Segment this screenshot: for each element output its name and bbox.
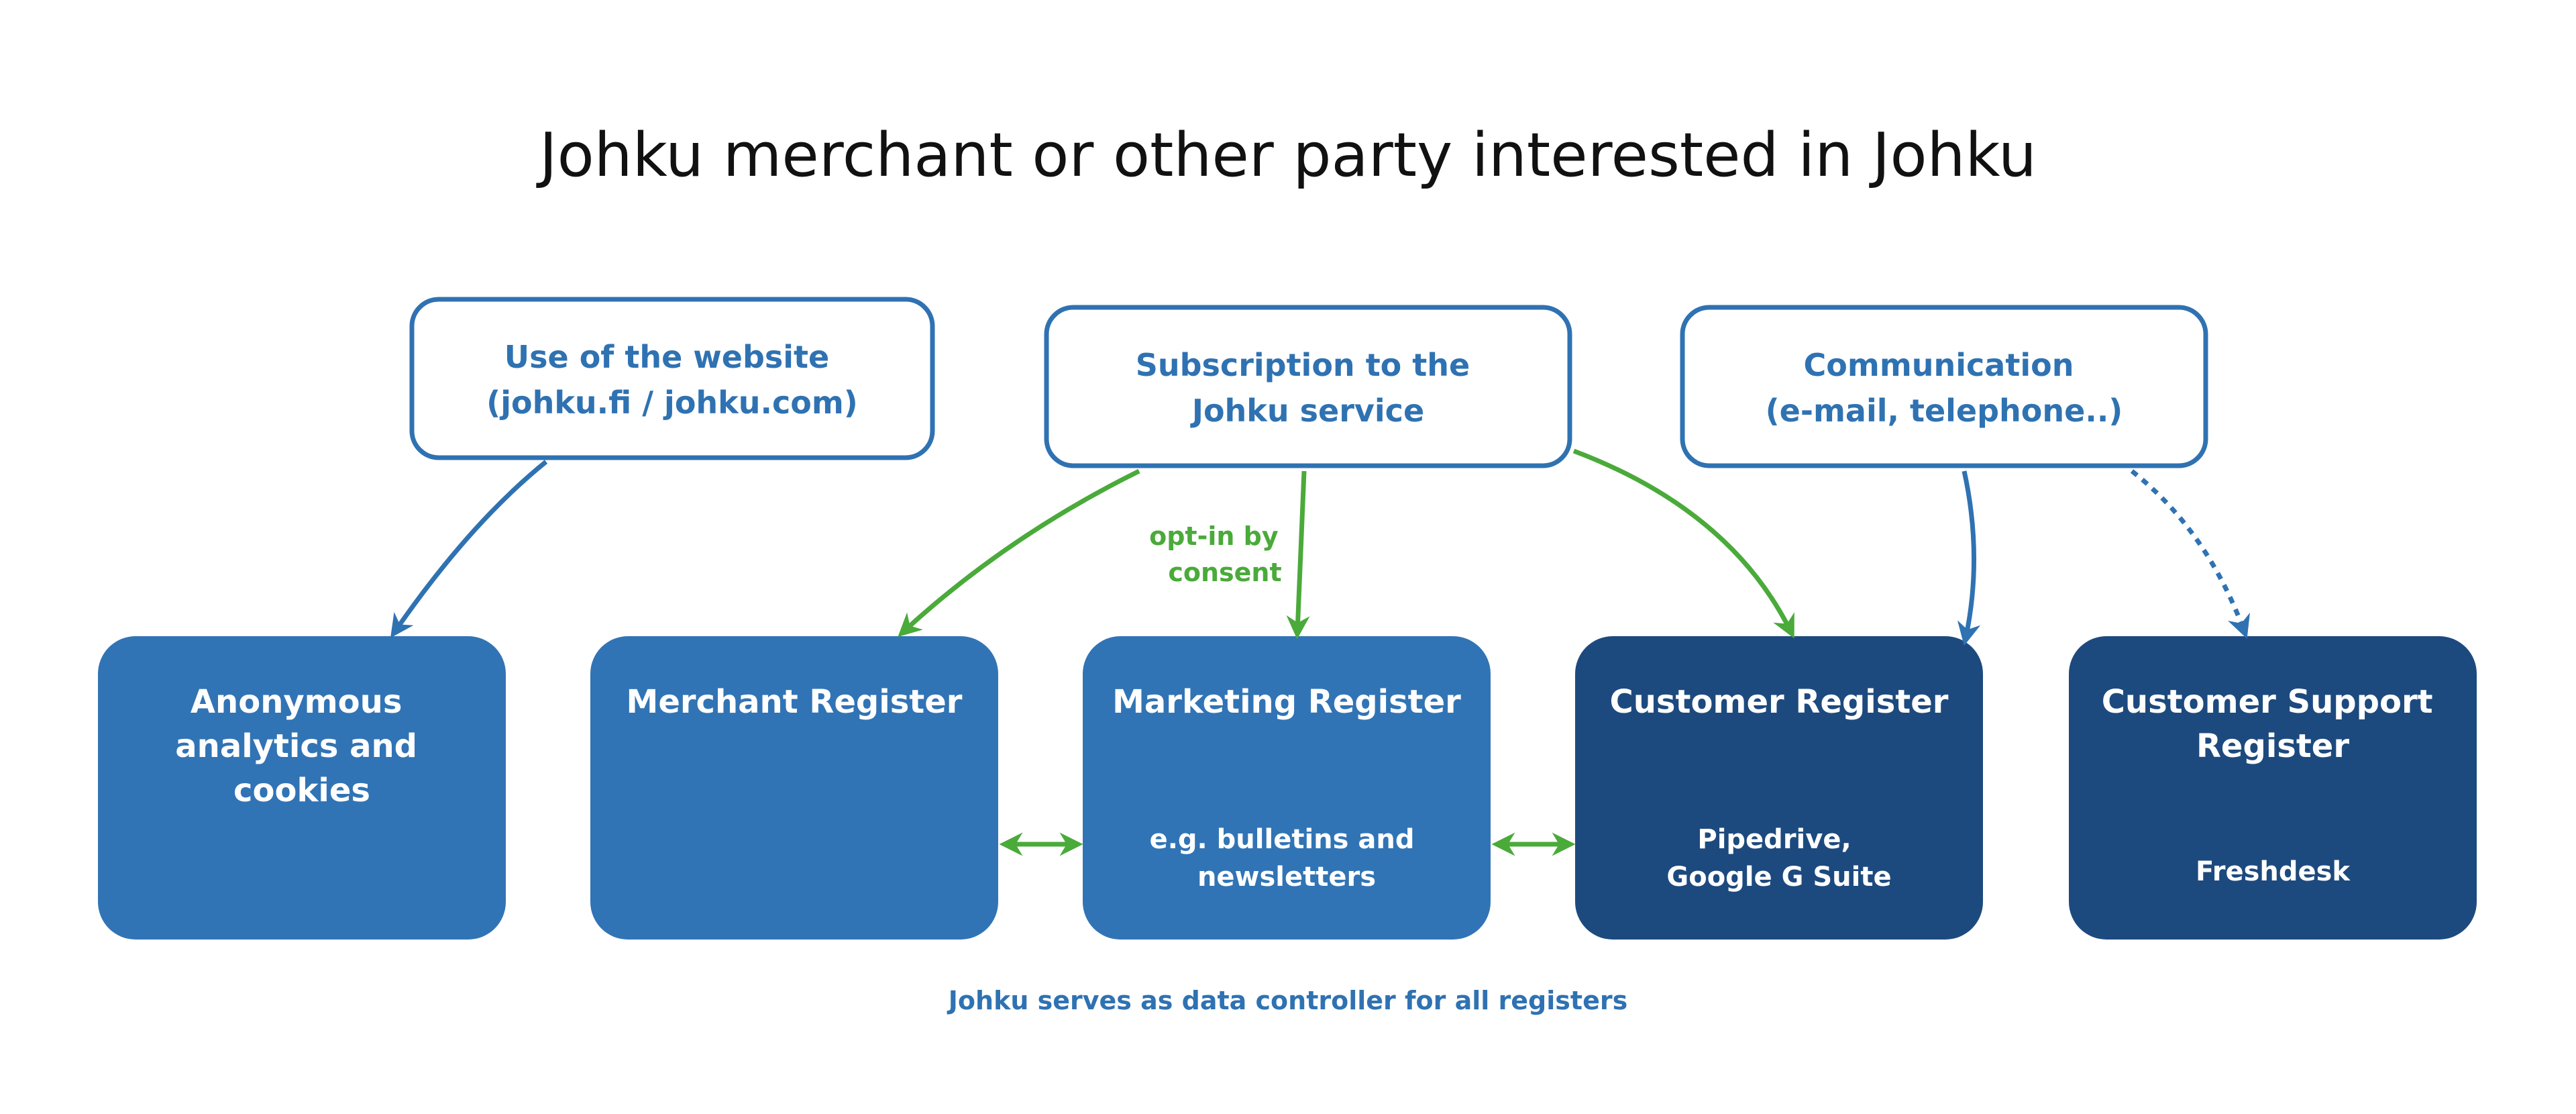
source-communication-line-1: Communication: [1804, 347, 2074, 383]
arrow-subscription-to-marketing: [1286, 470, 1310, 640]
svg-text:Pipedrive, Google G Suit: Pipedrive, Google G Suite: [1666, 824, 1891, 893]
svg-text:Customer Support Registe: Customer Support Register: [2102, 683, 2445, 765]
register-box-merchant: Merchant Register: [590, 636, 998, 940]
svg-text:e.g. bulletins and newsl: e.g. bulletins and newsletters: [1150, 824, 1424, 893]
svg-text:Marketing Register: Marketing Register: [1112, 683, 1461, 721]
consent-label-line-1: opt-in by: [1149, 521, 1279, 551]
svg-text:Freshdesk: Freshdesk: [2196, 856, 2351, 887]
source-box-communication: Communication (e-mail, telephone..): [1680, 305, 2208, 468]
register-merchant-title-1: Merchant Register: [627, 683, 963, 721]
svg-text:Customer Register: Customer Register: [1610, 683, 1949, 721]
svg-text:Use of the website (johk: Use of the website (johku.fi / johku.com…: [486, 339, 858, 421]
svg-text:opt-in by consent: opt-in by consent: [1149, 521, 1287, 587]
register-analytics-title-1: Anonymous: [191, 683, 402, 721]
register-box-analytics: Anonymous analytics and cookies: [98, 636, 506, 940]
register-customer-title-1: Customer Register: [1610, 683, 1949, 721]
source-box-subscription: Subscription to the Johku service: [1044, 305, 1572, 468]
diagram-title: Johku merchant or other party interested…: [536, 120, 2037, 191]
consent-label-line-2: consent: [1168, 558, 1281, 587]
register-marketing-sub-1: e.g. bulletins and: [1150, 824, 1415, 855]
source-subscription-line-2: Johku service: [1190, 393, 1424, 429]
arrow-communication-to-support: [2130, 469, 2250, 639]
register-box-marketing: Marketing Register e.g. bulletins and ne…: [1083, 636, 1491, 940]
register-customer-sub-2: Google G Suite: [1666, 862, 1891, 893]
arrow-subscription-to-merchant: [898, 468, 1140, 638]
arrow-subscription-to-customer: [1572, 448, 1794, 639]
source-subscription-line-1: Subscription to the: [1136, 347, 1470, 383]
footer-note: Johku serves as data controller for all …: [947, 986, 1627, 1015]
register-support-title-1: Customer Support: [2102, 683, 2433, 721]
register-support-title-2: Register: [2196, 727, 2349, 765]
register-analytics-title-3: cookies: [233, 772, 370, 809]
source-website-line-1: Use of the website: [504, 339, 829, 375]
source-communication-line-2: (e-mail, telephone..): [1766, 393, 2123, 429]
source-box-website: Use of the website (johku.fi / johku.com…: [409, 297, 935, 460]
arrow-website-to-analytics: [390, 460, 548, 638]
register-marketing-title-1: Marketing Register: [1112, 683, 1461, 721]
svg-text:Communication (e-mail, t: Communication (e-mail, telephone..): [1766, 347, 2123, 429]
svg-text:Merchant Register: Merchant Register: [627, 683, 963, 721]
source-website-line-2: (johku.fi / johku.com): [486, 385, 858, 421]
register-analytics-title-2: analytics and: [175, 727, 417, 765]
register-customer-sub-1: Pipedrive,: [1697, 824, 1851, 855]
svg-text:Anonymous analytics and: Anonymous analytics and cookies: [175, 683, 428, 809]
register-marketing-sub-2: newsletters: [1197, 862, 1376, 893]
arrow-communication-to-customer: [1957, 470, 1981, 646]
svg-text:Subscription to the Johk: Subscription to the Johku service: [1136, 347, 1481, 429]
register-box-support: Customer Support Register Freshdesk: [2069, 636, 2477, 940]
register-box-customer: Customer Register Pipedrive, Google G Su…: [1575, 636, 1983, 940]
register-support-sub-1: Freshdesk: [2196, 856, 2351, 887]
